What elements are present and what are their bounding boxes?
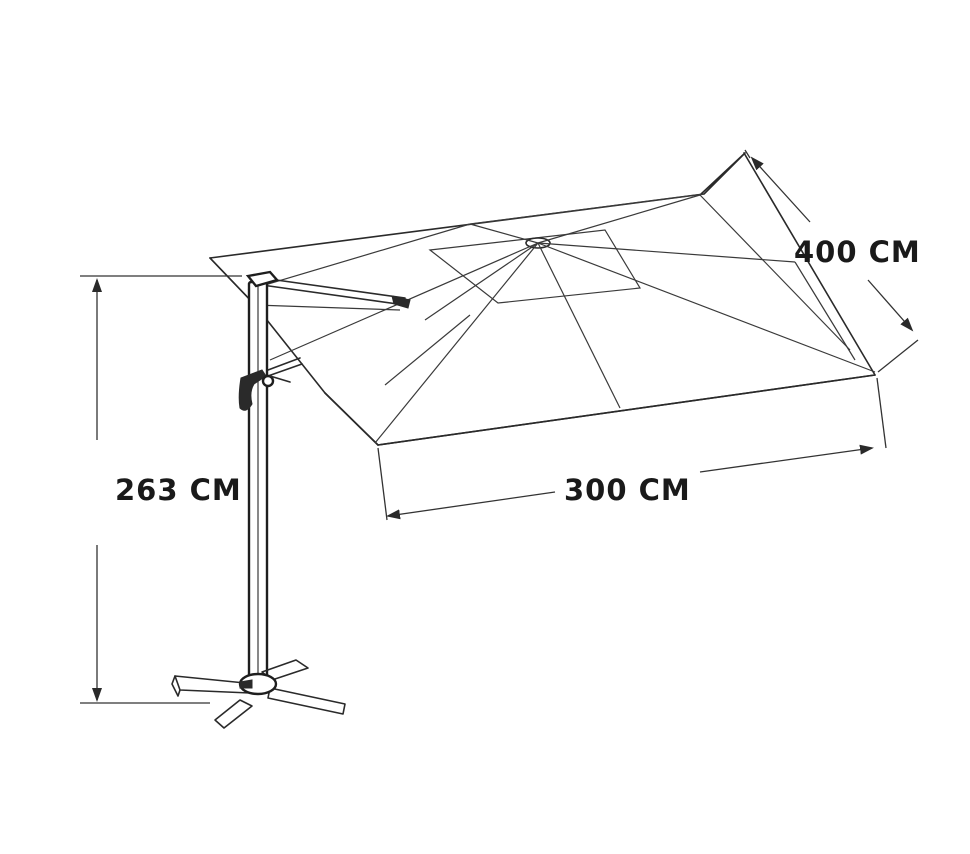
canopy xyxy=(209,152,876,446)
width-dimension: 300 CM xyxy=(377,377,887,521)
depth-label: 400 CM xyxy=(794,235,921,269)
pole xyxy=(238,270,291,679)
depth-dimension: 400 CM xyxy=(744,149,921,373)
height-label: 263 CM xyxy=(115,473,242,507)
cross-base xyxy=(171,659,346,729)
width-label: 300 CM xyxy=(564,473,691,507)
support-arm xyxy=(261,277,411,377)
height-dimension: 263 CM xyxy=(80,275,242,704)
